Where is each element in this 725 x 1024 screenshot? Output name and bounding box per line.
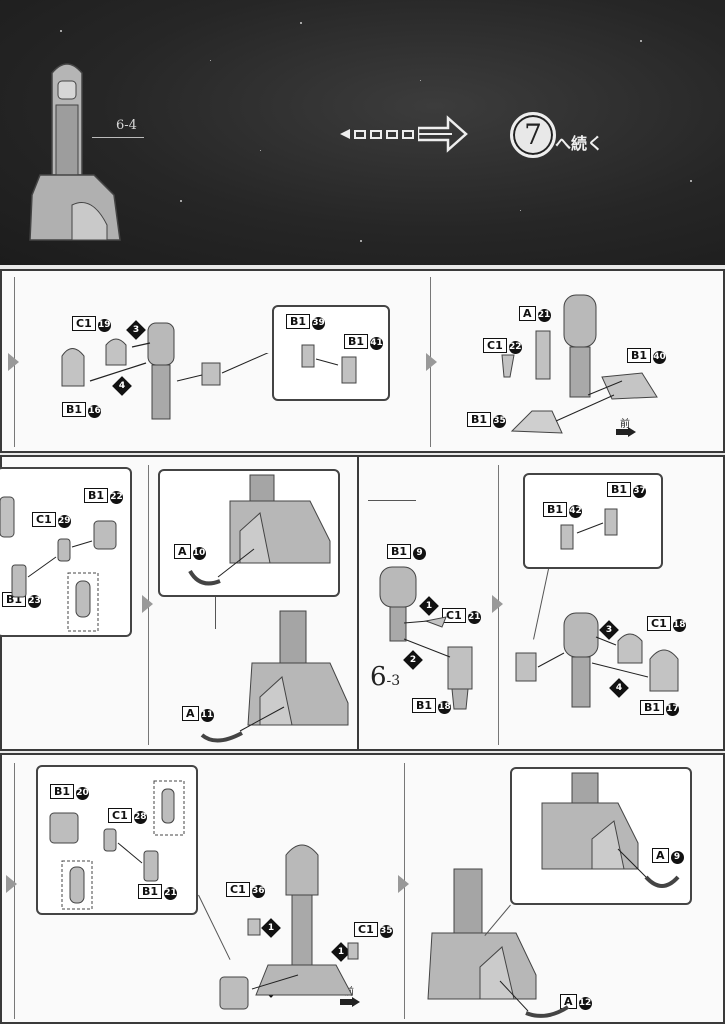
flow-arrow-icon: [8, 353, 19, 371]
front-arrow-icon: [616, 427, 636, 437]
clip-part-illustration: [301, 344, 357, 384]
step-reference-label: 6-4: [116, 118, 137, 133]
arrow-dash-icon: [386, 129, 398, 139]
arrow-dash-icon: [354, 129, 366, 139]
starfield-header: 6-4 7 へ続く: [0, 0, 725, 265]
substep-title: 6-3: [370, 662, 401, 692]
hinge-part-illustration: [49, 780, 185, 910]
base-assembly-illustration: [200, 610, 349, 743]
front-indicator-label: 前: [620, 419, 630, 430]
front-arrow-icon: [340, 997, 360, 1007]
arrow-dash-icon: [402, 129, 414, 139]
flow-arrow-icon: [6, 875, 17, 893]
flow-arrow-icon: [142, 595, 153, 613]
next-step-badge: 7: [510, 112, 556, 158]
continue-arrow: [340, 112, 468, 156]
upper-assembly-illustration: [501, 294, 658, 434]
inset-leader-line: [215, 597, 216, 629]
shoulder-part-illustration: [61, 322, 210, 420]
tower-preview-illustration: [29, 63, 121, 241]
flow-arrow-icon: [426, 353, 437, 371]
arrow-tail-icon: [340, 129, 350, 139]
arm-part-illustration: [379, 566, 473, 710]
clip-pair-illustration: [560, 508, 618, 550]
double-arrow-icon: [418, 115, 468, 153]
base-assembly-illustration: [427, 868, 570, 1018]
connector-part-illustration: [176, 353, 269, 386]
arrow-dash-icon: [370, 129, 382, 139]
substep-title-underline: [368, 500, 416, 501]
base-part-illustration: [541, 772, 680, 888]
continue-text: へ続く: [555, 134, 604, 153]
row2-divider-2: [357, 457, 359, 749]
tower-assembly-illustration: [219, 844, 359, 1010]
base-part-illustration: [188, 474, 331, 586]
step-reference-leader: [92, 137, 144, 138]
shoulder-assembly-illustration: [515, 612, 679, 708]
flow-arrow-icon: [398, 875, 409, 893]
hinge-part-illustration: [0, 496, 117, 632]
flow-arrow-icon: [492, 595, 503, 613]
